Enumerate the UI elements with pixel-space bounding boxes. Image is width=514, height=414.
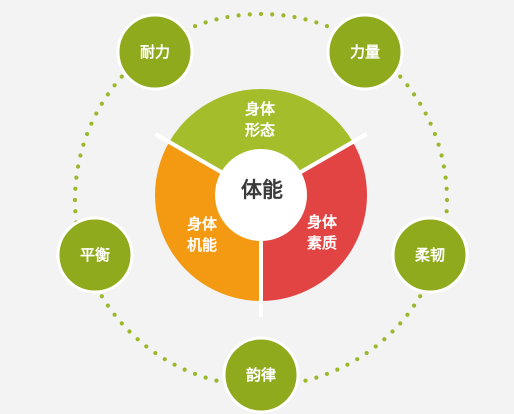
orbit-dot: [443, 175, 448, 180]
orbit-dot: [182, 367, 187, 372]
orbit-dot: [72, 197, 78, 203]
orbit-dot: [94, 111, 99, 116]
orbit-dot: [382, 337, 387, 342]
orbit-dot: [398, 321, 403, 326]
orbit-dot: [324, 23, 330, 29]
node-label-rhythm: 韵律: [245, 366, 276, 384]
orbit-dot: [436, 142, 441, 147]
orbit-dot: [292, 14, 297, 20]
orbit-dot: [81, 142, 86, 147]
orbit-dot: [214, 378, 219, 383]
orbit-dot: [84, 131, 90, 137]
orbit-dot: [411, 92, 417, 97]
orbit-dot: [247, 12, 252, 17]
orbit-dot: [398, 74, 403, 79]
orbit-dot: [418, 101, 423, 106]
orbit-dot: [89, 121, 94, 126]
orbit-dot: [444, 186, 449, 191]
orbit-dot: [345, 362, 350, 367]
node-label-balance: 平衡: [79, 246, 110, 264]
orbit-dot: [364, 350, 369, 356]
node-endurance-circle: [116, 13, 194, 91]
orbit-dot: [153, 350, 158, 356]
node-strength-circle: [326, 13, 404, 91]
orbit-dot: [75, 164, 81, 169]
orbit-dot: [405, 83, 410, 88]
orbit-dot: [236, 13, 241, 18]
orbit-dot: [418, 294, 423, 299]
orbit-dot: [73, 209, 78, 214]
orbit-dot: [303, 378, 308, 383]
orbit-dot: [303, 17, 308, 22]
orbit-dot: [270, 12, 275, 17]
node-label-strength: 力量: [349, 43, 380, 61]
orbit-dot: [432, 131, 438, 137]
orbit-dot: [335, 367, 340, 372]
segment-label-body-quality: 身体 素质: [306, 213, 337, 252]
node-rhythm-circle: [222, 336, 300, 414]
orbit-dot: [112, 312, 117, 317]
center-label: 体能: [241, 178, 283, 202]
orbit-dot: [324, 371, 330, 377]
center-circle: [215, 149, 307, 241]
orbit-dot: [355, 357, 360, 362]
orbit-dot: [444, 197, 450, 203]
orbit-dot: [105, 303, 111, 308]
orbit-dot: [439, 153, 444, 158]
orbit-dot: [192, 23, 198, 29]
central-pie: [154, 88, 368, 317]
orbit-dot: [99, 101, 104, 106]
orbit-dot: [203, 375, 208, 380]
orbit-dot: [428, 121, 433, 126]
orbit-dot: [441, 164, 447, 169]
node-balance-circle: [56, 216, 134, 294]
orbit-dot: [405, 312, 410, 317]
orbit-dot: [74, 175, 79, 180]
node-label-endurance: 耐力: [139, 43, 170, 61]
orbit-dot: [172, 362, 177, 367]
orbit-dot: [119, 74, 124, 79]
orbit-dot: [390, 329, 395, 334]
orbit-dot: [144, 344, 149, 349]
node-label-flexibility: 柔韧: [414, 246, 445, 264]
outer-nodes: [56, 13, 469, 414]
orbit-dot: [112, 83, 117, 88]
orbit-dot: [214, 17, 219, 22]
orbit-dot: [119, 321, 124, 326]
orbit-dot: [314, 375, 319, 380]
orbit-dot: [135, 337, 140, 342]
node-flexibility-circle: [391, 216, 469, 294]
orbit-dot: [203, 20, 208, 25]
orbit-dot: [78, 153, 83, 158]
orbit-dot: [225, 14, 230, 20]
segment-label-body-function: 身体 机能: [186, 215, 217, 254]
orbit-dot: [423, 111, 428, 116]
segment-label-body-shape: 身体 形态: [244, 100, 275, 139]
orbit-dot: [127, 329, 132, 334]
orbit-dot: [258, 11, 264, 17]
orbit-dot: [105, 92, 111, 97]
orbit-dot: [162, 357, 167, 362]
orbit-dot: [314, 20, 319, 25]
orbit-dot: [99, 294, 104, 299]
orbit-dot: [192, 371, 198, 377]
orbit-dot: [73, 186, 78, 191]
orbit-dot: [373, 344, 378, 349]
orbit-dot: [411, 303, 417, 308]
orbit-dot: [444, 209, 449, 214]
orbit-dot: [281, 13, 286, 18]
